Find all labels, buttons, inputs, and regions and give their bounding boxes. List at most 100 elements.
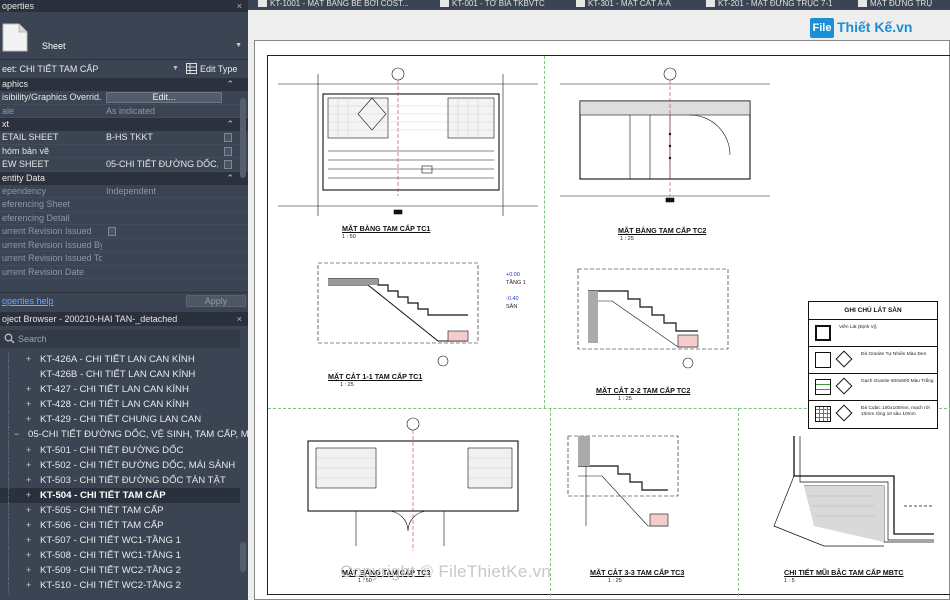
- expand-icon[interactable]: +: [26, 489, 32, 500]
- instance-selector[interactable]: eet: CHI TIẾT TAM CẤP ▼ Edit Type: [0, 60, 248, 78]
- tab-kt-201[interactable]: KT-201 - MẶT ĐỨNG TRỤC 7-1: [706, 0, 833, 10]
- tab-kt-1001[interactable]: KT-1001 - MẶT BẰNG BỂ BƠI COST...: [258, 0, 409, 10]
- view-separator: [268, 408, 950, 409]
- browser-sheet-item[interactable]: +KT-427 - CHI TIẾT LAN CAN KÍNH: [0, 382, 240, 398]
- search-placeholder: Search: [18, 334, 47, 344]
- section-11-drawing: [317, 262, 479, 367]
- edit-type-button[interactable]: Edit Type: [186, 60, 237, 78]
- expand-icon[interactable]: +: [26, 550, 32, 561]
- drawing-canvas[interactable]: File Thiết Kế.vn: [248, 10, 950, 600]
- property-value[interactable]: As indicated: [106, 105, 156, 116]
- property-checkbox[interactable]: [108, 227, 116, 236]
- property-row[interactable]: eferencing Detail: [0, 212, 248, 225]
- browser-item-label: KT-510 - CHI TIẾT WC2-TẦNG 2: [40, 580, 181, 592]
- tab-kt-001[interactable]: KT-001 - TỜ BÌA TKBVTC: [440, 0, 545, 10]
- tree-guide: [8, 472, 9, 488]
- property-row[interactable]: eferencing Sheet: [0, 198, 248, 212]
- browser-scrollbar[interactable]: [240, 542, 246, 572]
- view-scale: 1 : 50: [342, 234, 356, 240]
- edit-overrides-button[interactable]: Edit...: [106, 92, 222, 103]
- browser-item-label: KT-509 - CHI TIẾT WC2-TẦNG 2: [40, 565, 181, 577]
- expand-icon[interactable]: +: [26, 504, 32, 515]
- expand-icon[interactable]: +: [26, 459, 32, 470]
- expand-icon[interactable]: +: [26, 399, 32, 410]
- collapse-icon[interactable]: ⌃: [226, 119, 234, 129]
- browser-sheet-item[interactable]: +KT-504 - CHI TIẾT TAM CẤP: [0, 487, 240, 503]
- browser-sheet-item[interactable]: +KT-503 - CHI TIẾT ĐƯỜNG DỐC TÀN TẬT: [0, 472, 240, 488]
- property-row[interactable]: hóm bản vẽ: [0, 145, 248, 158]
- expand-icon[interactable]: +: [26, 474, 32, 485]
- property-value[interactable]: B-HS TKKT: [106, 132, 153, 142]
- collapse-icon[interactable]: ⌃: [226, 79, 234, 89]
- legend-text: Viền Lát (Định Vị): [839, 325, 877, 330]
- legend-row: Đá Cubic 100x100mm, mạch rời 10mm rộng 1…: [809, 401, 937, 428]
- close-icon[interactable]: ×: [236, 1, 242, 11]
- browser-item-label: KT-502 - CHI TIẾT ĐƯỜNG DỐC, MÁI SẢNH: [40, 459, 236, 471]
- property-key: urrent Revision Issued: [2, 226, 92, 236]
- property-row[interactable]: isibility/Graphics Overrid...Edit...: [0, 91, 248, 105]
- apply-button[interactable]: Apply: [186, 295, 246, 307]
- browser-sheet-item[interactable]: +KT-505 - CHI TIẾT TAM CẤP: [0, 502, 240, 519]
- properties-help-link[interactable]: operties help: [2, 296, 54, 306]
- property-checkbox[interactable]: [224, 160, 232, 169]
- browser-sheet-item[interactable]: + KT-510 - CHI TIẾT WC2-TẦNG 2: [0, 578, 240, 594]
- legend-diamond: [835, 350, 853, 368]
- legend-swatch: [815, 325, 831, 341]
- collapse-icon[interactable]: ⌃: [226, 172, 234, 183]
- expand-icon[interactable]: −: [14, 429, 20, 440]
- expand-icon[interactable]: +: [26, 384, 32, 395]
- view-scale: 1 : 50: [358, 578, 372, 584]
- browser-sheet-item[interactable]: +KT-501 - CHI TIẾT ĐƯỜNG DỐC: [0, 442, 240, 458]
- chevron-down-icon[interactable]: ▼: [172, 65, 179, 72]
- search-input[interactable]: Search: [0, 330, 240, 348]
- properties-scrollbar[interactable]: [240, 98, 246, 178]
- browser-sheet-item[interactable]: +KT-506 - CHI TIẾT TAM CẤP: [0, 518, 240, 534]
- tab-mat-dung[interactable]: MẶT ĐỨNG TRỤ: [858, 0, 932, 10]
- browser-sheet-item[interactable]: +KT-426A - CHI TIẾT LAN CAN KÍNH: [0, 352, 240, 368]
- expand-icon[interactable]: +: [26, 535, 32, 546]
- expand-icon[interactable]: +: [26, 520, 32, 531]
- property-value[interactable]: Independent: [106, 185, 157, 196]
- expand-icon[interactable]: +: [26, 354, 32, 364]
- expand-icon[interactable]: +: [26, 444, 32, 455]
- browser-sheet-item[interactable]: +KT-508 - CHI TIẾT WC1-TẦNG 1: [0, 548, 240, 564]
- expand-icon[interactable]: +: [26, 580, 32, 591]
- view-title: MẶT CẮT 1-1 TAM CẤP TC1: [328, 372, 423, 381]
- browser-sheet-item[interactable]: + KT-429 - CHI TIẾT CHUNG LAN CAN: [0, 412, 240, 428]
- chevron-down-icon[interactable]: ▼: [235, 42, 242, 49]
- type-selector[interactable]: Sheet ▼: [0, 12, 248, 60]
- view-separator: [550, 408, 551, 596]
- tab-kt-301[interactable]: KT-301 - MẶT CẮT A-A: [576, 0, 671, 10]
- property-checkbox[interactable]: [224, 146, 232, 156]
- close-icon[interactable]: ×: [236, 314, 242, 324]
- property-checkbox[interactable]: [224, 133, 232, 142]
- browser-sheet-item[interactable]: KT-426B - CHI TIẾT LAN CAN KÍNH: [0, 367, 240, 383]
- property-group-header[interactable]: xt⌃: [0, 118, 248, 131]
- browser-item-label: KT-429 - CHI TIẾT CHUNG LAN CAN: [40, 414, 202, 426]
- tab-label: KT-201 - MẶT ĐỨNG TRỤC 7-1: [718, 0, 833, 8]
- browser-sheet-item[interactable]: +KT-507 - CHI TIẾT WC1-TẦNG 1: [0, 533, 240, 549]
- expand-icon[interactable]: +: [26, 414, 32, 425]
- property-key: urrent Revision Issued To: [2, 253, 102, 263]
- property-group-header[interactable]: entity Data⌃: [0, 171, 248, 185]
- browser-sheet-item[interactable]: +KT-428 - CHI TIẾT LAN CAN KÍNH: [0, 397, 240, 413]
- property-row[interactable]: ETAIL SHEET B-HS TKKT: [0, 131, 248, 145]
- browser-sheet-item[interactable]: −05-CHI TIẾT ĐƯỜNG DỐC, VỆ SINH, TAM CẤP…: [0, 427, 248, 443]
- plan-tc1-drawing: [278, 67, 538, 216]
- property-row[interactable]: urrent Revision Date: [0, 266, 248, 279]
- properties-title: operties: [2, 1, 35, 11]
- property-group-header[interactable]: aphics⌃: [0, 78, 248, 91]
- property-value[interactable]: 05-CHI TIẾT ĐƯỜNG DỐC, ...: [106, 159, 218, 169]
- view-title: MẶT BẰNG TAM CẤP TC2: [618, 226, 707, 235]
- property-row[interactable]: urrent Revision Issued: [0, 225, 248, 239]
- drawing-sheet: MẶT BẰNG TAM CẤP TC1 1 : 50 MẶT BẰNG TAM…: [254, 40, 950, 600]
- property-row[interactable]: urrent Revision Issued By: [0, 239, 248, 252]
- property-key: ETAIL SHEET: [2, 132, 59, 142]
- browser-sheet-item[interactable]: + KT-509 - CHI TIẾT WC2-TẦNG 2: [0, 563, 240, 579]
- expand-icon[interactable]: +: [26, 565, 32, 576]
- browser-sheet-item[interactable]: + KT-502 - CHI TIẾT ĐƯỜNG DỐC, MÁI SẢNH: [0, 457, 240, 473]
- property-row[interactable]: urrent Revision Issued To: [0, 252, 248, 266]
